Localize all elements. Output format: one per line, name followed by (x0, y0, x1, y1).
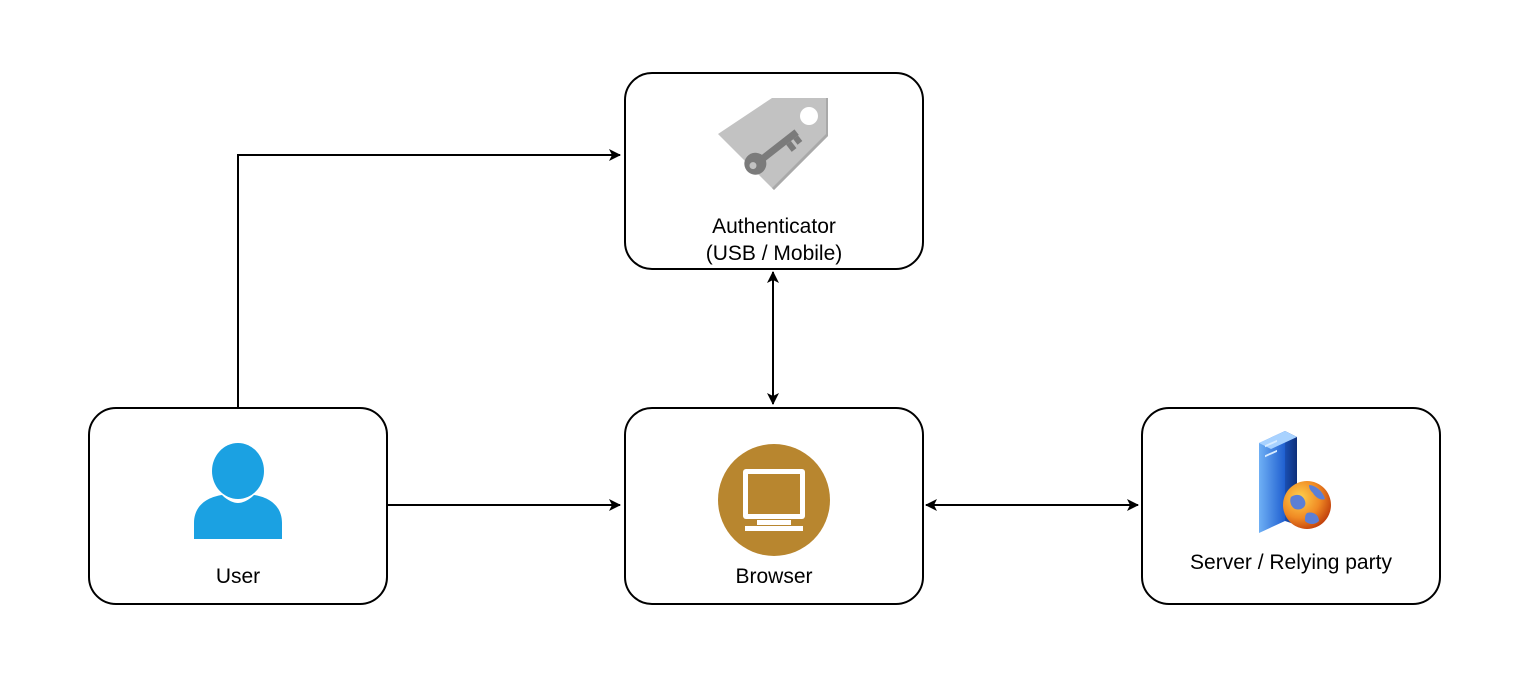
authenticator-label: Authenticator (USB / Mobile) (626, 213, 922, 267)
authenticator-label-line2: (USB / Mobile) (705, 242, 843, 265)
server-label: Server / Relying party (1190, 551, 1392, 574)
browser-node: Browser (624, 407, 924, 605)
key-tag-icon (718, 98, 828, 190)
server-globe-icon (1259, 431, 1331, 533)
authenticator-node: Authenticator (USB / Mobile) (624, 72, 924, 270)
user-label: User (215, 565, 261, 588)
authenticator-label-line1: Authenticator (712, 215, 836, 238)
user-icon (194, 443, 282, 539)
edge-user-to-authenticator (237, 149, 621, 407)
browser-label: Browser (735, 565, 813, 588)
monitor-icon (718, 444, 830, 556)
server-node: Server / Relying party (1141, 407, 1441, 605)
user-node: User (88, 407, 388, 605)
